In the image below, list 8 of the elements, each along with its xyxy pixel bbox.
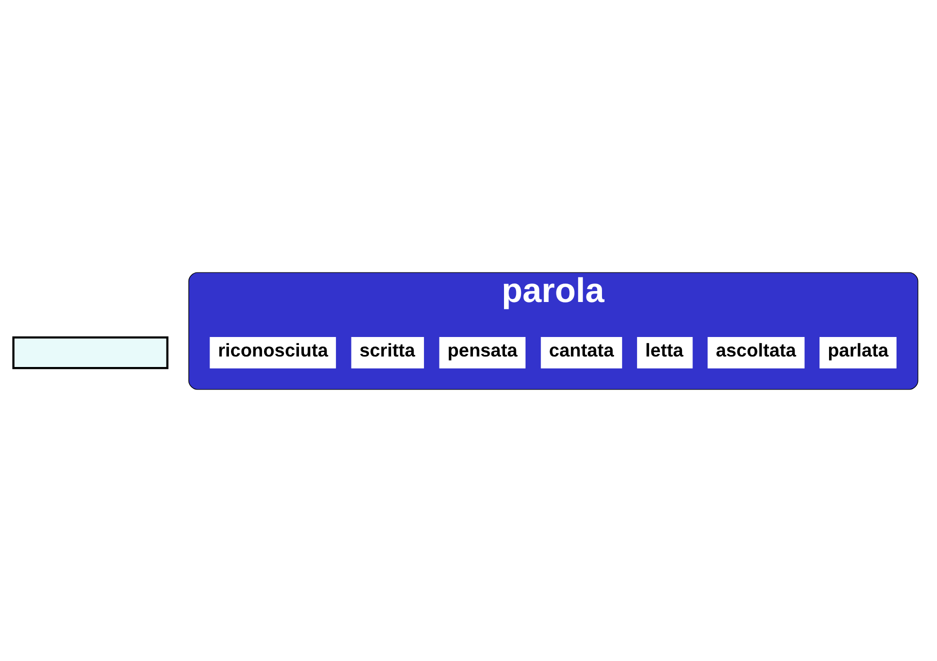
node-box: ascoltata bbox=[708, 336, 805, 368]
node-box: letta bbox=[637, 336, 693, 368]
node-box: parlata bbox=[820, 336, 897, 368]
node-box: cantata bbox=[540, 336, 622, 368]
node-box bbox=[12, 336, 168, 369]
node-box: scritta bbox=[351, 336, 424, 368]
node-box: riconosciuta bbox=[210, 336, 336, 368]
node-box: pensata bbox=[439, 336, 526, 368]
